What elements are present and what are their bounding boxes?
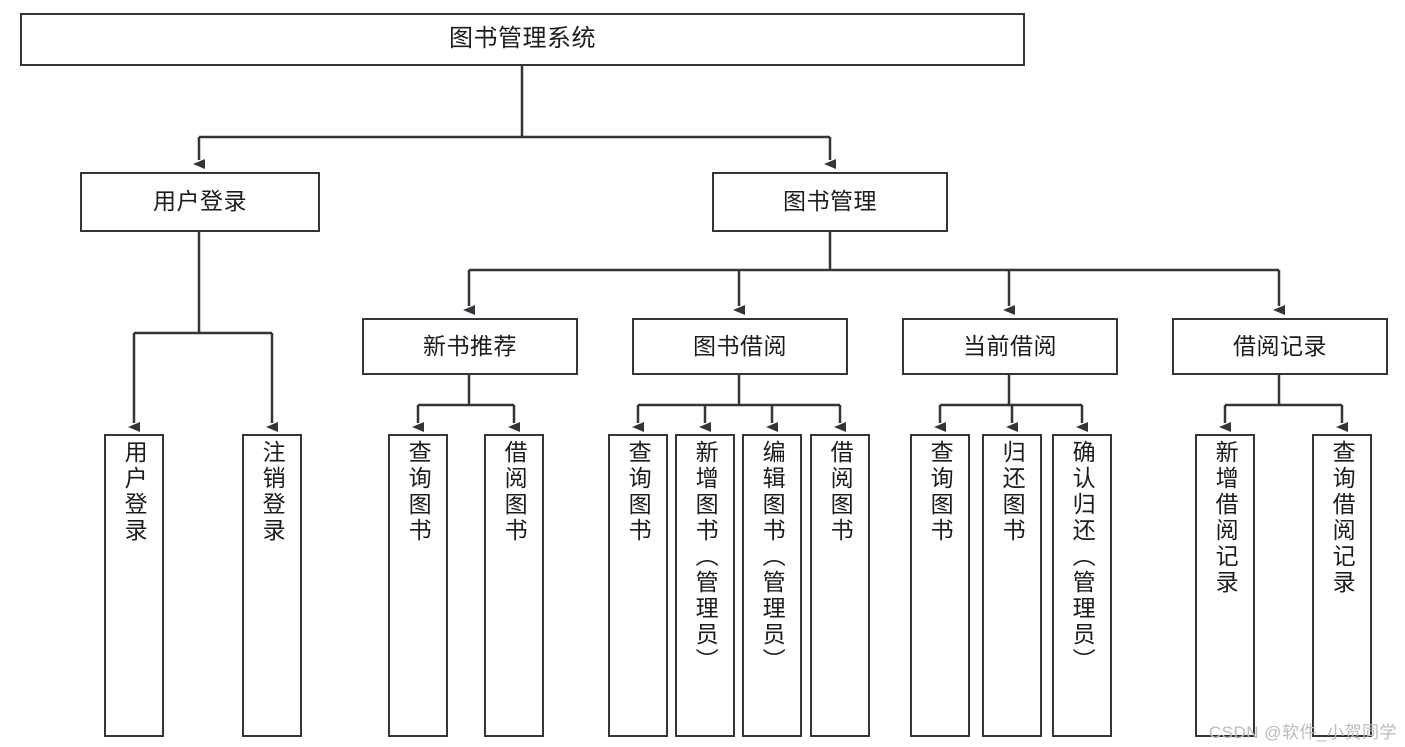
node-root-system[interactable]: 图书管理系统 [20, 13, 1025, 66]
node-leaf-query-book-recommend[interactable]: 查询图书 [388, 434, 448, 737]
node-label: 新增图书（管理员） [692, 440, 719, 674]
node-user-login[interactable]: 用户登录 [80, 172, 320, 232]
node-label: 图书借阅 [693, 332, 787, 359]
node-label: 确认归还（管理员） [1069, 440, 1096, 674]
node-label: 查询借阅记录 [1329, 440, 1356, 596]
node-leaf-query-book-current[interactable]: 查询图书 [910, 434, 970, 737]
node-borrow-record[interactable]: 借阅记录 [1172, 318, 1388, 375]
node-label: 新书推荐 [423, 332, 517, 359]
node-label: 借阅图书 [827, 440, 854, 544]
node-label: 查询图书 [405, 440, 432, 544]
node-label: 借阅图书 [501, 440, 528, 544]
node-book-management[interactable]: 图书管理 [712, 172, 948, 232]
node-leaf-borrow-book[interactable]: 借阅图书 [810, 434, 870, 737]
node-leaf-confirm-return-admin[interactable]: 确认归还（管理员） [1052, 434, 1112, 737]
node-label: 归还图书 [999, 440, 1026, 544]
node-label: 新增借阅记录 [1212, 440, 1239, 596]
node-new-book-recommend[interactable]: 新书推荐 [362, 318, 578, 375]
node-label: 图书管理 [783, 188, 877, 215]
node-leaf-return-book[interactable]: 归还图书 [982, 434, 1042, 737]
node-label: 用户登录 [153, 188, 247, 215]
node-leaf-borrow-book-recommend[interactable]: 借阅图书 [484, 434, 544, 737]
node-leaf-add-borrow-record[interactable]: 新增借阅记录 [1195, 434, 1255, 737]
node-label: 图书管理系统 [449, 25, 596, 53]
node-leaf-user-logout[interactable]: 注销登录 [242, 434, 302, 737]
node-current-borrow[interactable]: 当前借阅 [902, 318, 1118, 375]
node-book-borrow[interactable]: 图书借阅 [632, 318, 848, 375]
node-label: 注销登录 [259, 440, 286, 544]
node-leaf-edit-book-admin[interactable]: 编辑图书（管理员） [742, 434, 802, 737]
node-leaf-user-login[interactable]: 用户登录 [104, 434, 164, 737]
node-leaf-query-borrow-record[interactable]: 查询借阅记录 [1312, 434, 1372, 737]
node-label: 编辑图书（管理员） [759, 440, 786, 674]
node-leaf-add-book-admin[interactable]: 新增图书（管理员） [675, 434, 735, 737]
node-label: 借阅记录 [1233, 332, 1327, 359]
node-label: 用户登录 [121, 440, 148, 544]
node-label: 当前借阅 [963, 332, 1057, 359]
node-leaf-query-book-borrow[interactable]: 查询图书 [608, 434, 668, 737]
watermark: CSDN @软件_小贺同学 [1208, 723, 1397, 742]
node-label: 查询图书 [927, 440, 954, 544]
node-label: 查询图书 [625, 440, 652, 544]
